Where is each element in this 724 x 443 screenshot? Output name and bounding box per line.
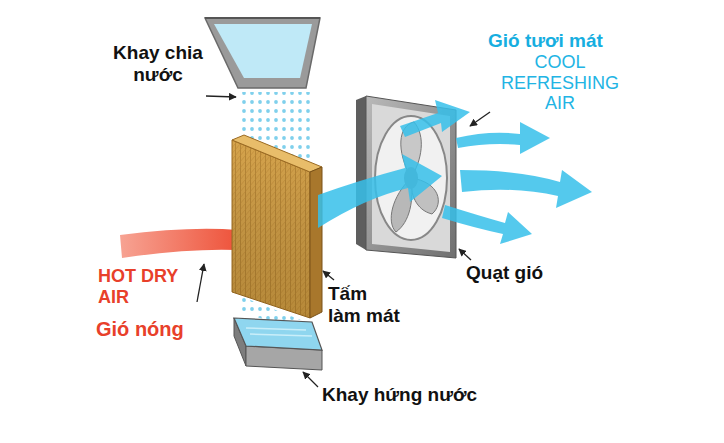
cool-air-arrows bbox=[400, 100, 470, 137]
air-label: COOL REFRESHING AIR bbox=[495, 52, 625, 114]
leader-lines bbox=[197, 96, 490, 387]
cool-air-arrows bbox=[460, 170, 592, 208]
distribution-tray bbox=[205, 18, 320, 88]
cooling-pad bbox=[232, 135, 322, 172]
leader-lines bbox=[323, 271, 334, 280]
air-label: HOT DRY AIR bbox=[98, 266, 190, 307]
leader-lines bbox=[459, 249, 471, 260]
collection-tray bbox=[246, 328, 312, 336]
collection-tray bbox=[234, 318, 322, 370]
leader-lines bbox=[197, 264, 204, 302]
cool-air-arrows bbox=[442, 205, 532, 244]
leader-lines bbox=[470, 112, 490, 126]
cool-air-arrows bbox=[456, 122, 550, 154]
part-label: Khay hứng nước bbox=[322, 384, 477, 406]
leader-lines bbox=[206, 96, 236, 97]
leader-lines bbox=[303, 372, 318, 387]
cool-air-arrows bbox=[318, 154, 442, 228]
fan bbox=[356, 96, 366, 250]
cool-air-arrows bbox=[318, 100, 592, 244]
distribution-tray bbox=[205, 18, 320, 88]
cooling-pad bbox=[232, 135, 322, 318]
air-label: Gió nóng bbox=[96, 318, 184, 341]
distribution-tray bbox=[205, 17, 320, 19]
collection-tray bbox=[234, 318, 322, 350]
distribution-tray bbox=[214, 24, 312, 78]
part-label: Tấm làm mát bbox=[328, 283, 404, 327]
cooling-pad bbox=[310, 167, 322, 318]
part-label: Khay chia nước bbox=[108, 42, 208, 86]
part-label: Quạt gió bbox=[466, 262, 543, 284]
air-label: Gió tươi mát bbox=[488, 30, 603, 52]
